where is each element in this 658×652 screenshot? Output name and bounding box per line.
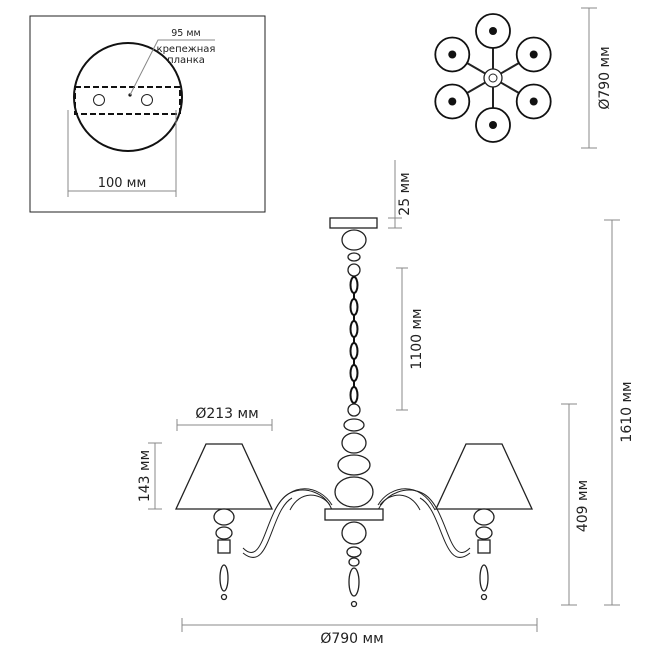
lamp-arm [434, 443, 534, 601]
body-height-label: 409 мм [575, 480, 591, 532]
chain-link [349, 364, 359, 382]
chain-length-label: 1100 мм [409, 308, 425, 369]
chain-link [349, 342, 359, 360]
canopy-diameter-label: 100 мм [98, 176, 147, 191]
canopy [329, 217, 378, 229]
leader-line [129, 39, 215, 96]
plate-width-label: 95 мм [171, 28, 200, 39]
top-lamp [489, 121, 497, 129]
lampshade [434, 443, 534, 510]
body-bead [334, 476, 374, 508]
top-lamp [448, 50, 457, 59]
chain [349, 276, 359, 409]
plate-caption-line1: крепежная [157, 44, 216, 55]
front-dimensions: 25 мм 1100 мм 1610 мм 409 мм 143 мм Ø213… [137, 160, 635, 647]
canopy-circle [73, 42, 183, 152]
top-lamp [448, 97, 457, 106]
chain-link [349, 320, 359, 338]
canopy-bead [341, 229, 367, 251]
top-hub [483, 68, 503, 88]
top-lamp [529, 97, 538, 106]
top-lamp [489, 27, 497, 35]
screw-hole-left [93, 94, 105, 106]
plate-caption-line2: планка [167, 55, 205, 66]
total-height-label: 1610 мм [619, 381, 635, 442]
shade-height-label: 143 мм [137, 450, 153, 502]
lampshade [174, 443, 274, 510]
overall-diameter-label: Ø790 мм [320, 631, 383, 647]
detail-frame [29, 15, 266, 213]
lamp-arm [174, 443, 274, 601]
chain-link [349, 276, 359, 294]
body-plate [324, 508, 384, 521]
canopy-height-label: 25 мм [397, 172, 413, 215]
mounting-plate [74, 86, 181, 115]
top-view [434, 13, 552, 143]
screw-hole-right [141, 94, 153, 106]
shade-diameter-label: Ø213 мм [195, 406, 258, 422]
mount-detail: 95 мм крепежная планка 100 мм [29, 15, 266, 213]
chain-link [349, 386, 359, 404]
top-lamp [529, 50, 538, 59]
chain-link [349, 298, 359, 316]
top-diameter-label: Ø790 мм [597, 46, 613, 109]
chandelier-front [174, 217, 534, 608]
